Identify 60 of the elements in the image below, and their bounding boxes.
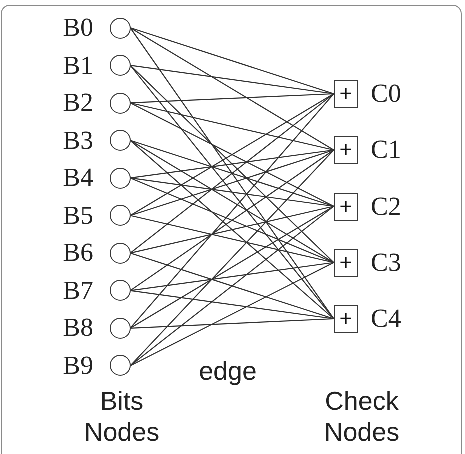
- edge-line: [130, 150, 334, 179]
- bit-node-circle: [110, 355, 130, 376]
- node-label: C1: [371, 135, 402, 166]
- check-node-box: +: [334, 305, 358, 333]
- annotation-text: edge: [198, 356, 258, 387]
- node-label: B7: [63, 276, 94, 306]
- edge-line: [130, 262, 334, 366]
- node-label: C4: [371, 304, 402, 334]
- bit-node-circle: [110, 205, 130, 226]
- edge-line: [130, 178, 334, 208]
- node-label: B5: [63, 200, 94, 231]
- edge-line: [130, 252, 334, 320]
- edge-line: [130, 150, 334, 216]
- edge-line: [130, 150, 334, 292]
- bit-node-circle: [110, 168, 130, 189]
- bit-node-circle: [110, 280, 130, 302]
- edge-line: [130, 94, 334, 216]
- edge-line: [130, 65, 334, 264]
- edge-line: [130, 262, 334, 292]
- node-label: B3: [63, 126, 94, 156]
- node-label: C3: [371, 248, 402, 278]
- node-label: B9: [63, 350, 94, 381]
- edge-line: [130, 102, 334, 207]
- bit-node-circle: [110, 92, 130, 114]
- edge-line: [130, 93, 334, 104]
- node-label: B0: [63, 13, 94, 43]
- edge-line: [130, 102, 334, 151]
- edge-line: [130, 206, 334, 329]
- check-node-box: +: [334, 248, 358, 277]
- edge-line: [130, 206, 334, 254]
- edge-line: [130, 27, 334, 95]
- edge-line: [130, 65, 334, 95]
- node-label: C2: [371, 192, 402, 222]
- check-node-box: +: [334, 192, 358, 220]
- node-label: B2: [63, 88, 94, 118]
- check-node-box: +: [334, 80, 358, 108]
- node-label: B1: [63, 50, 94, 81]
- edge-line: [130, 206, 334, 366]
- edge-line: [130, 94, 334, 254]
- bit-node-circle: [110, 18, 130, 38]
- node-label: B6: [63, 238, 94, 268]
- edge-line: [130, 140, 334, 208]
- edge-line: [130, 178, 334, 264]
- edge-line: [130, 318, 334, 329]
- edge-line: [130, 140, 334, 264]
- bit-node-circle: [110, 55, 130, 76]
- edge-line: [130, 140, 334, 320]
- bit-node-circle: [110, 242, 130, 264]
- column-heading: Bits Nodes: [83, 386, 161, 448]
- node-label: B8: [63, 313, 94, 344]
- column-heading: Check Nodes: [323, 386, 401, 448]
- node-label: B4: [63, 163, 94, 194]
- node-label: C0: [371, 79, 402, 109]
- check-node-box: +: [334, 136, 358, 164]
- bit-node-circle: [110, 318, 130, 339]
- edge-line: [130, 215, 334, 264]
- bit-node-circle: [110, 130, 130, 152]
- edge-line: [130, 290, 334, 320]
- edge-line: [130, 28, 334, 151]
- edge-line: [130, 150, 334, 366]
